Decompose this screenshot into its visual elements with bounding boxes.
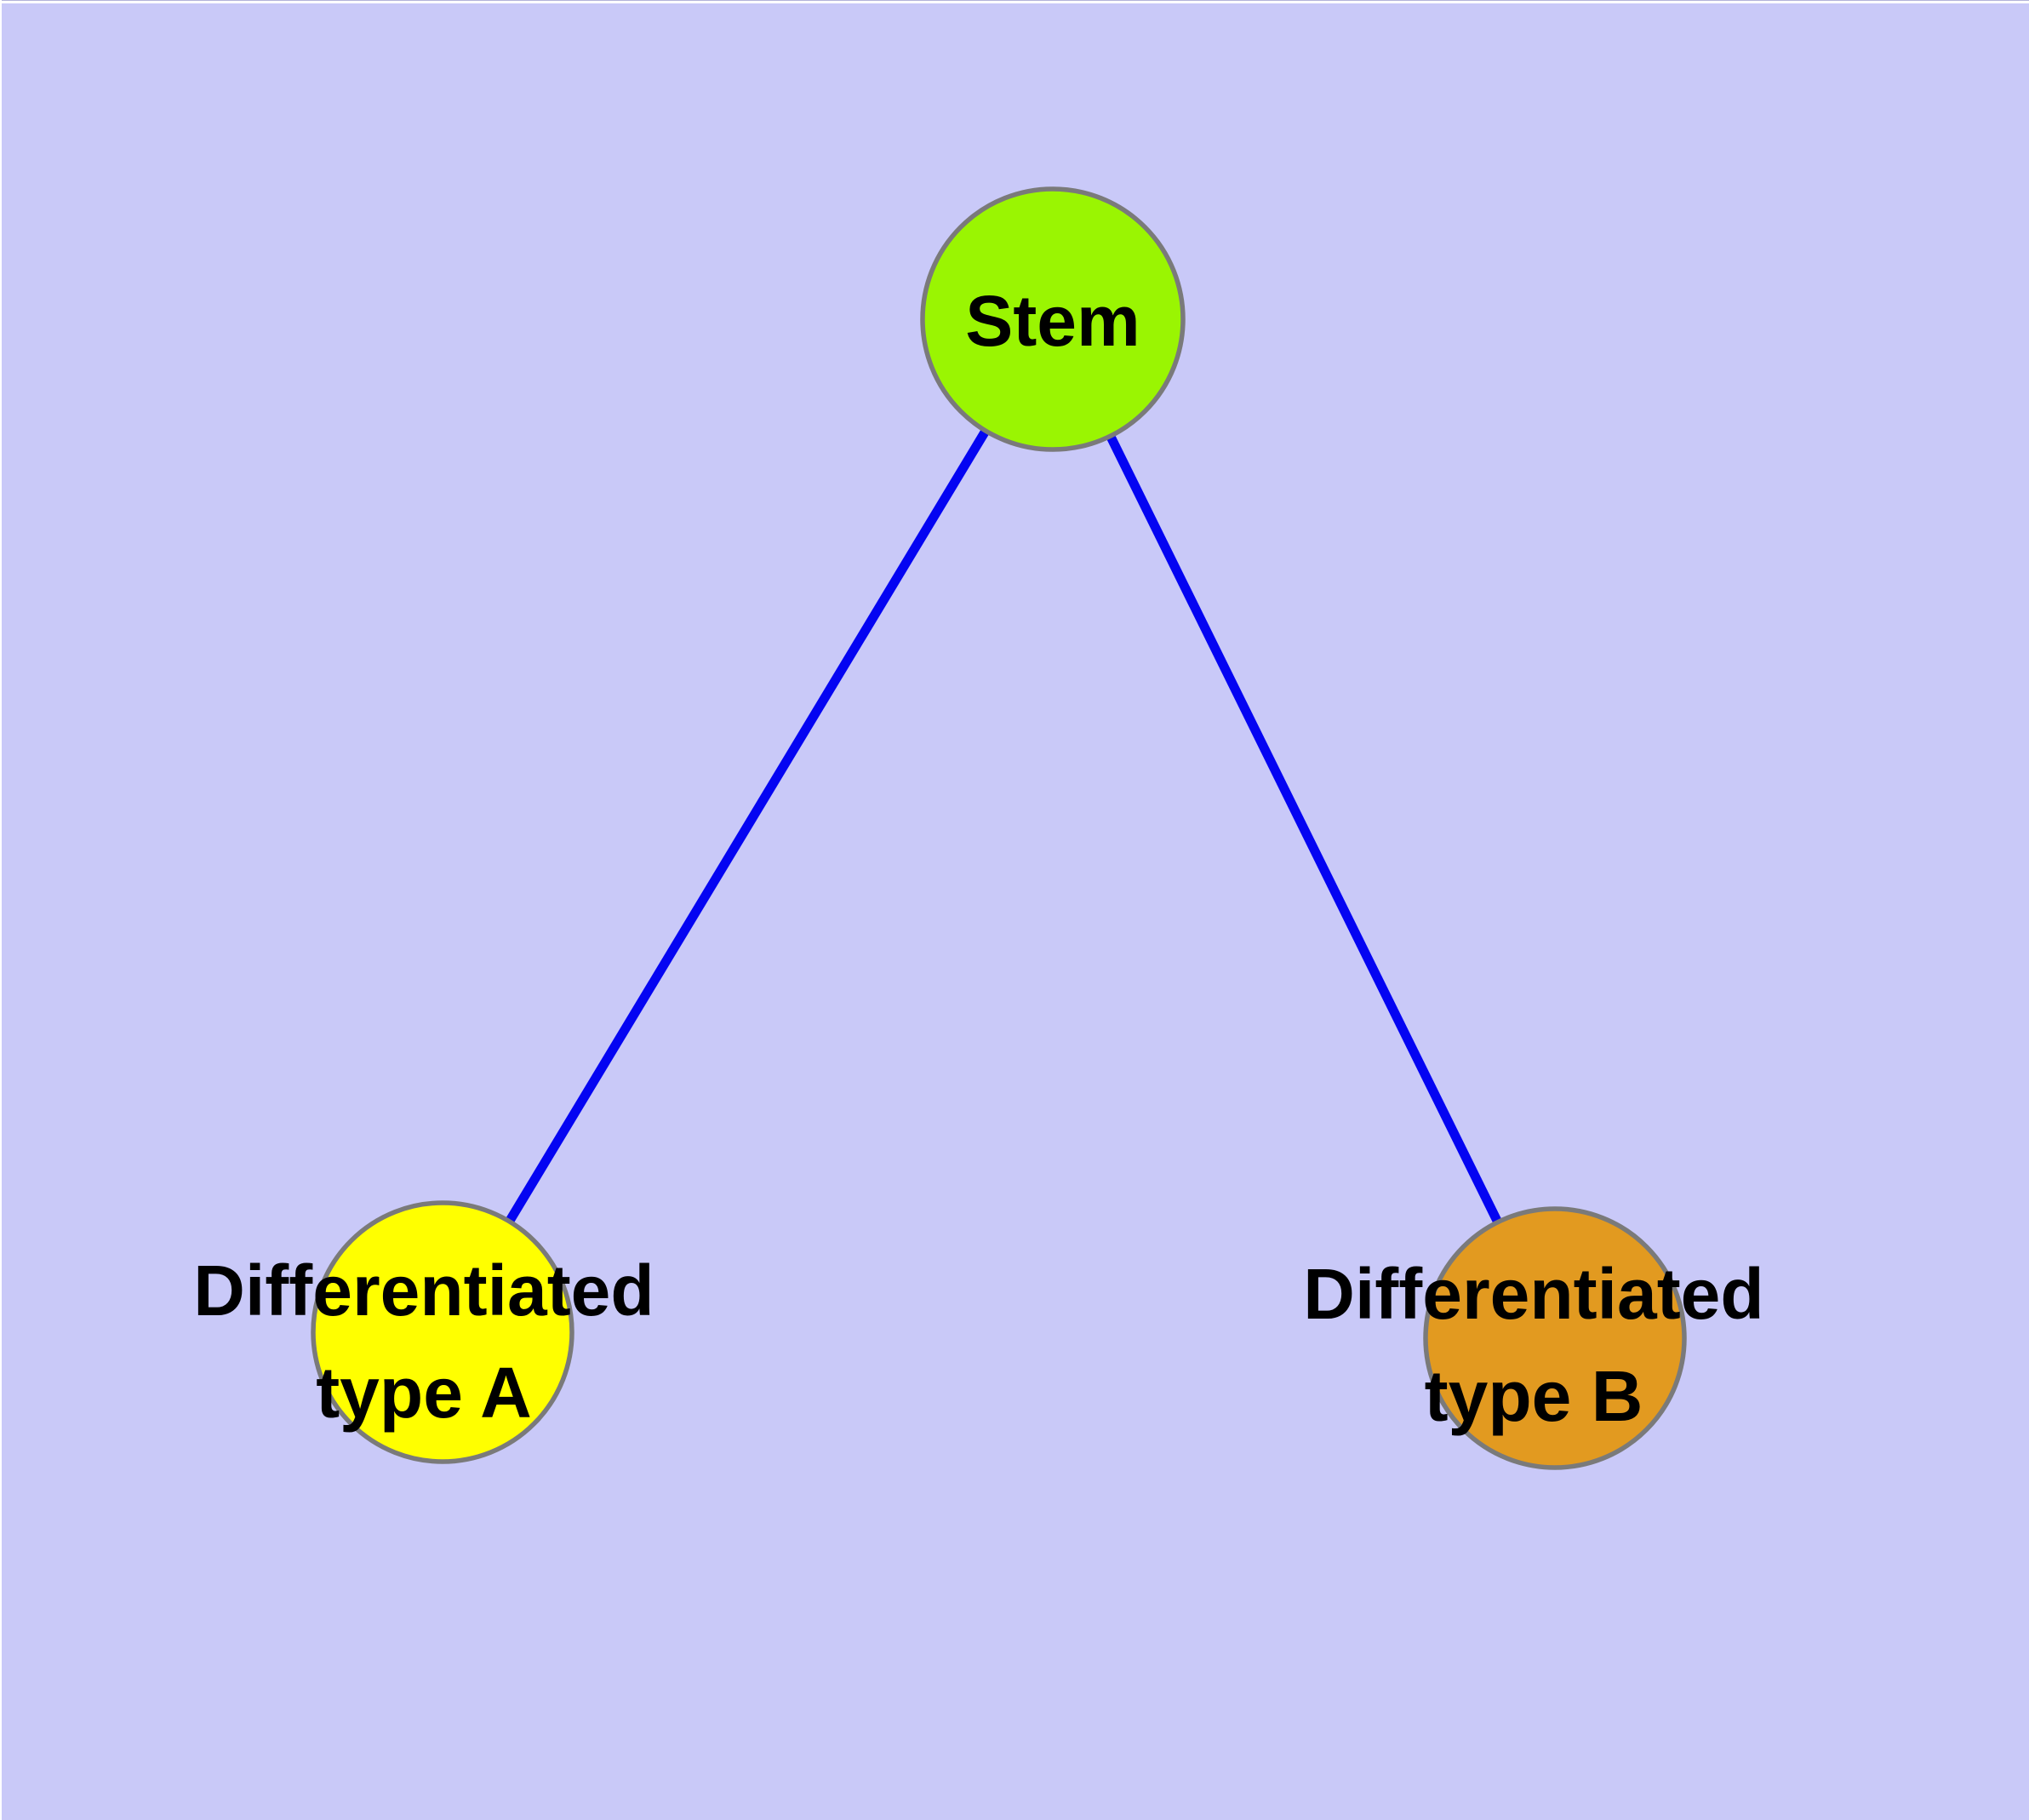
node-differentiated-type-b-label-line-1: Differentiated <box>1303 1254 1763 1334</box>
node-stem-label-line-1: Stem <box>965 281 1140 361</box>
node-differentiated-type-b-label-line-2: type B <box>1425 1356 1643 1436</box>
node-stem-circle <box>920 186 1186 452</box>
edge-stem-to-type-b <box>1049 317 1559 1341</box>
edge-stem-to-type-a <box>438 317 1057 1335</box>
node-differentiated-type-a-circle <box>311 1200 574 1464</box>
node-differentiated-type-b-circle <box>1423 1206 1687 1470</box>
window-left-edge <box>0 0 2 1820</box>
window-top-edge <box>0 0 2029 3</box>
node-differentiated-type-a-label-line-1: Differentiated <box>193 1251 654 1331</box>
node-differentiated-type-a-label-line-2: type A <box>316 1353 532 1433</box>
